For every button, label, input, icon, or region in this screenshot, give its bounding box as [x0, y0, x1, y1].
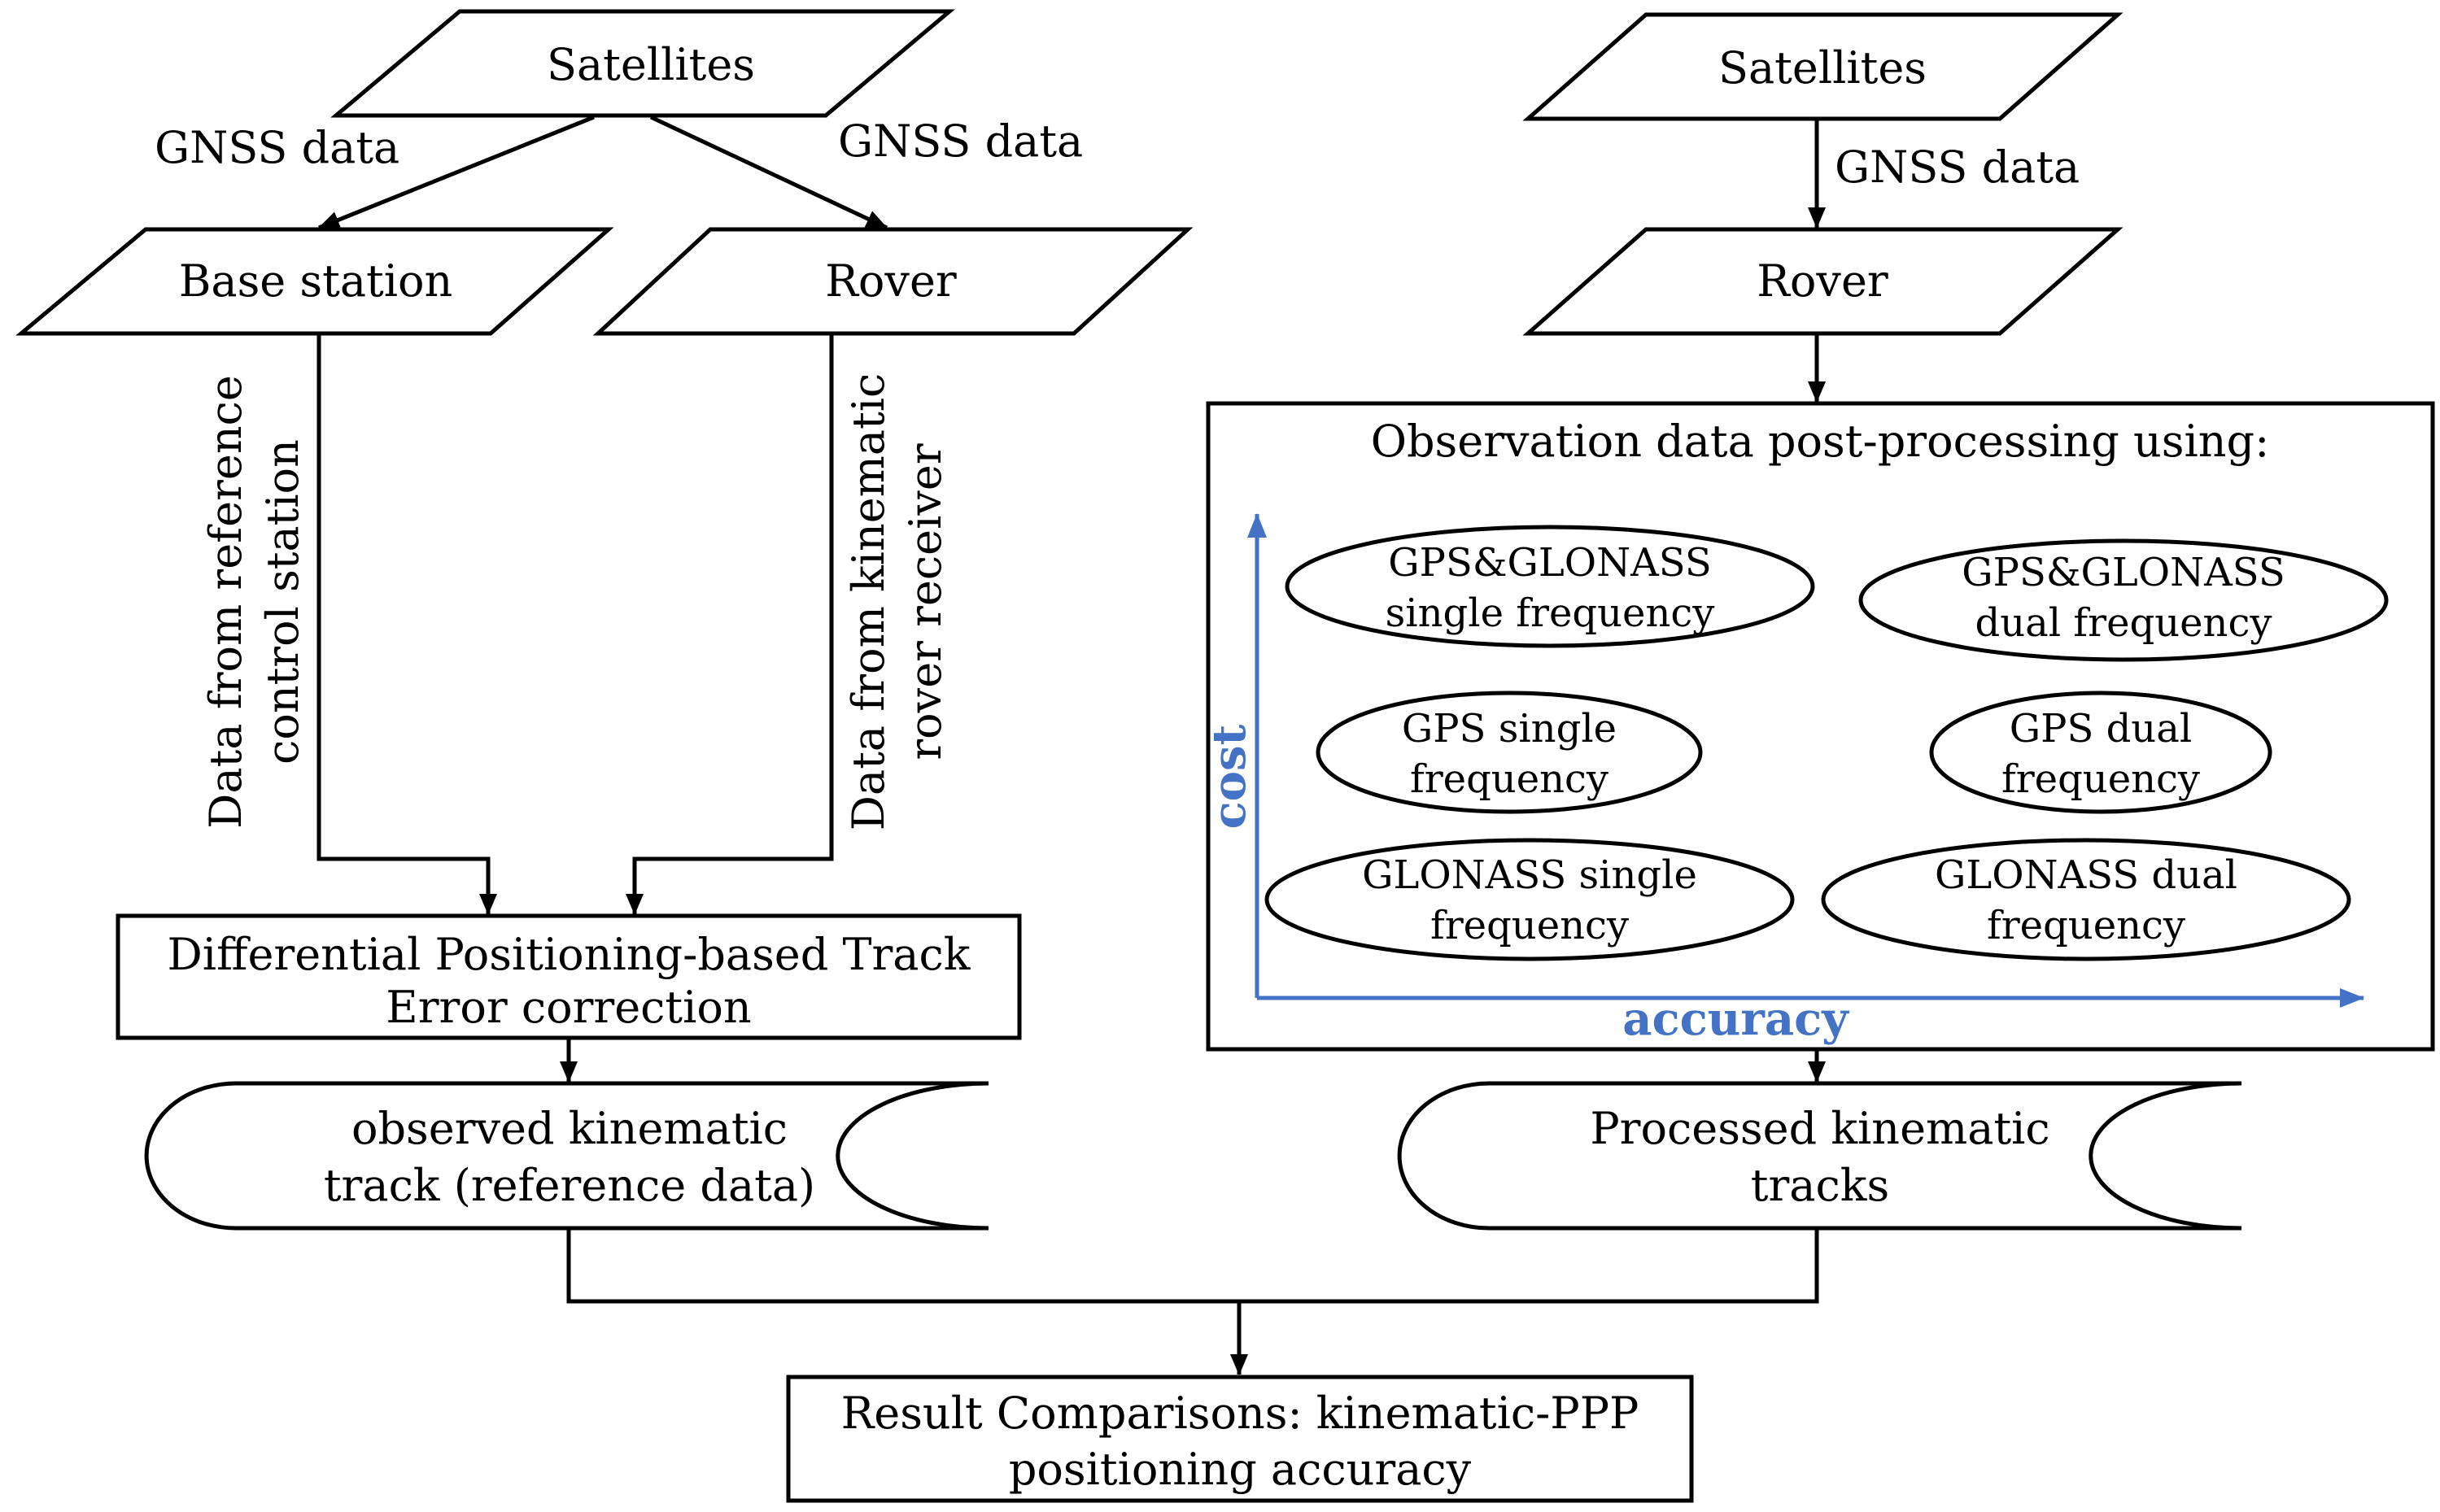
option-glonass-dual: GLONASS dual frequency	[1821, 838, 2351, 961]
option-gps-glonass-single: GPS&GLONASS single frequency	[1285, 525, 1815, 648]
right-options-0-line1-text: GPS&GLONASS	[1388, 540, 1711, 586]
merge-connector	[566, 1228, 1819, 1304]
right-rover-node: Rover	[1522, 227, 2124, 336]
rover-data-label-line1: Data from kinematic	[843, 373, 894, 831]
option-gps-glonass-dual: GPS&GLONASS dual frequency	[1858, 538, 2389, 662]
right-rover-label: Rover	[1757, 255, 1888, 307]
option-gps-dual: GPS dual frequency	[1929, 691, 2272, 814]
left-rover-label: Rover	[825, 255, 957, 307]
left-rover-node: Rover	[592, 227, 1194, 336]
left-satellites-label: Satellites	[547, 39, 755, 90]
right-options-0-line2-text: single frequency	[1386, 590, 1715, 636]
base-station-label: Base station	[179, 255, 453, 307]
arrow-base-to-correction	[316, 333, 497, 915]
observed-track-label-line1: observed kinematic	[351, 1103, 788, 1154]
base-data-label-line2: control station	[257, 439, 308, 765]
right-options-1-line1-text: GPS&GLONASS	[1962, 550, 2285, 595]
left-gnss-label-base: GNSS data	[155, 122, 399, 173]
option-glonass-single: GLONASS single frequency	[1264, 838, 1795, 961]
right-options-4-line1-text: GLONASS single	[1362, 852, 1697, 898]
base-data-label-line1: Data from reference	[200, 375, 251, 829]
result-box: Result Comparisons: kinematic-PPP positi…	[786, 1375, 1694, 1503]
observed-track-label-line2: track (reference data)	[324, 1160, 815, 1211]
processed-tracks-label-line2: tracks	[1751, 1160, 1889, 1211]
processed-tracks-store: Processed kinematic tracks	[1397, 1081, 2242, 1231]
observed-track-store: observed kinematic track (reference data…	[144, 1081, 989, 1231]
cost-axis-label: cost	[1203, 724, 1256, 829]
result-label-line2: positioning accuracy	[1009, 1444, 1472, 1495]
right-options-1-line2-text: dual frequency	[1975, 600, 2272, 646]
correction-label-line2: Error correction	[386, 982, 751, 1033]
right-options-4-line2-text: frequency	[1430, 903, 1629, 948]
right-satellites-node: Satellites	[1522, 12, 2124, 121]
left-gnss-label-rover: GNSS data	[838, 115, 1083, 167]
base-station-node: Base station	[15, 227, 614, 336]
right-options-3-line1-text: GPS dual	[2010, 706, 2192, 752]
arrow-satellites-to-rover	[649, 115, 888, 230]
option-gps-single: GPS single frequency	[1316, 691, 1703, 814]
accuracy-axis-label: accuracy	[1622, 992, 1849, 1046]
right-options-2-line1-text: GPS single	[1402, 706, 1617, 752]
right-options-2-line2-text: frequency	[1410, 756, 1608, 802]
processing-title: Observation data post-processing using:	[1371, 416, 2270, 467]
right-gnss-label: GNSS data	[1835, 142, 2080, 193]
correction-label-line1: Differential Positioning-based Track	[168, 929, 971, 980]
right-options-3-line2-text: frequency	[2001, 756, 2200, 802]
correction-box: Differential Positioning-based Track Err…	[116, 913, 1022, 1040]
rover-data-label-line2: rover receiver	[900, 443, 951, 760]
right-satellites-label: Satellites	[1718, 42, 1927, 94]
processed-tracks-label-line1: Processed kinematic	[1590, 1103, 2049, 1154]
right-options-5-line1-text: GLONASS dual	[1935, 852, 2237, 898]
right-options-5-line2-text: frequency	[1987, 903, 2185, 948]
arrow-satellites-to-base	[318, 115, 595, 230]
processing-box: Observation data post-processing using: …	[1203, 401, 2435, 1052]
left-satellites-node: Satellites	[330, 9, 955, 118]
arrow-rover-to-correction	[626, 333, 834, 915]
result-label-line1: Result Comparisons: kinematic-PPP	[841, 1388, 1639, 1439]
